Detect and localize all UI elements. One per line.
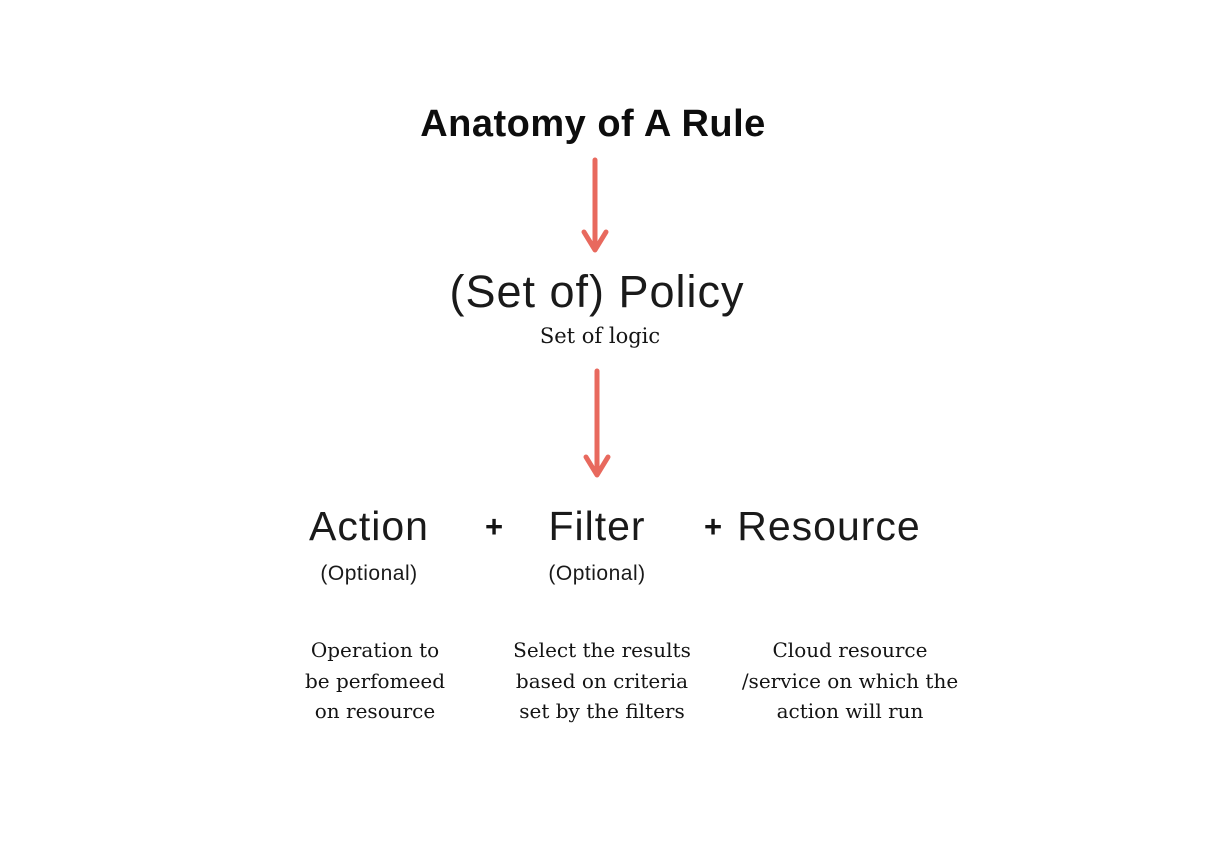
- action-optional-label: (Optional): [320, 562, 418, 585]
- policy-label: (Set of) Policy: [449, 266, 745, 317]
- action-label: Action: [309, 503, 429, 549]
- resource-description: Cloud resource /service on which the act…: [741, 638, 959, 723]
- down-arrow-icon: [581, 157, 609, 253]
- down-arrow-icon: [583, 368, 611, 478]
- diagram-title: Anatomy of A Rule: [420, 103, 766, 145]
- plus-sign: +: [484, 509, 504, 544]
- filter-optional-label: (Optional): [548, 562, 646, 585]
- plus-sign: +: [703, 509, 723, 544]
- resource-label: Resource: [737, 503, 921, 549]
- filter-description: Select the results based on criteria set…: [513, 638, 691, 723]
- filter-label: Filter: [548, 503, 646, 549]
- action-description: Operation to be perfomeed on resource: [304, 638, 446, 723]
- policy-sublabel: Set of logic: [539, 324, 661, 348]
